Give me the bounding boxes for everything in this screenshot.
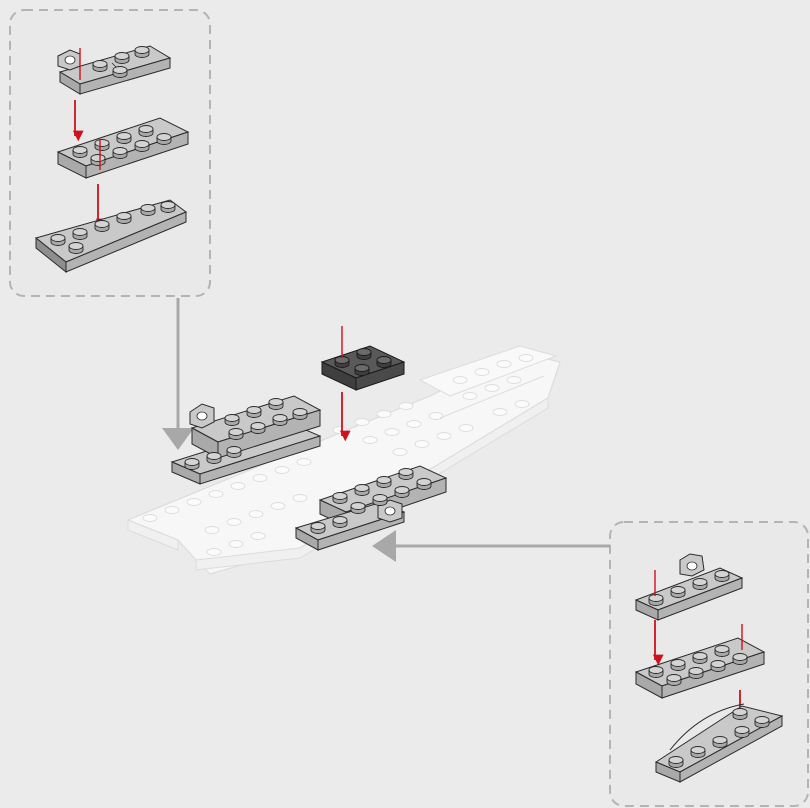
callout-right bbox=[610, 522, 808, 806]
callout-left bbox=[10, 10, 210, 296]
